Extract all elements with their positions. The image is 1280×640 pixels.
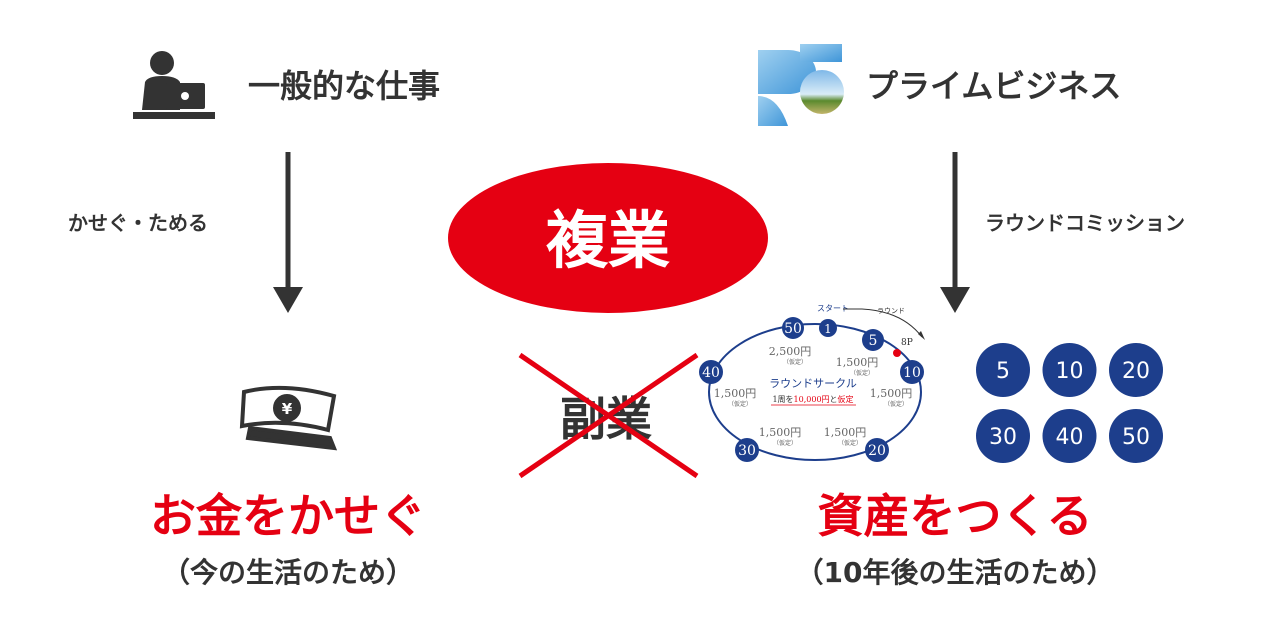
segment-amount: 1,500円（仮定） bbox=[836, 356, 879, 377]
svg-text:40: 40 bbox=[702, 365, 720, 381]
svg-text:10: 10 bbox=[903, 365, 921, 381]
svg-text:1,500円: 1,500円 bbox=[836, 356, 879, 369]
money-bills-icon: ¥ bbox=[239, 385, 338, 451]
svg-text:50: 50 bbox=[1122, 425, 1150, 450]
svg-text:1,500円: 1,500円 bbox=[714, 387, 757, 400]
left-title: 一般的な仕事 bbox=[248, 67, 440, 105]
level-badge: 10 bbox=[1042, 343, 1097, 397]
segment-amount: 1,500円（仮定） bbox=[759, 426, 802, 447]
segment-amount: 2,500円（仮定） bbox=[769, 345, 812, 366]
right-arrow-label: ラウンドコミッション bbox=[985, 211, 1185, 235]
svg-text:50: 50 bbox=[784, 321, 802, 337]
level-badge: 5 bbox=[976, 343, 1030, 397]
svg-text:（仮定）: （仮定） bbox=[728, 400, 752, 408]
svg-text:20: 20 bbox=[1122, 359, 1150, 384]
level-badge: 50 bbox=[1109, 409, 1163, 463]
svg-text:1,500円: 1,500円 bbox=[824, 426, 867, 439]
person-laptop-icon bbox=[133, 51, 215, 119]
segment-amount: 1,500円（仮定） bbox=[870, 387, 913, 408]
svg-text:10: 10 bbox=[1056, 359, 1084, 384]
level-badge: 40 bbox=[1042, 409, 1097, 463]
level-badge: 20 bbox=[1109, 343, 1163, 397]
left-result-sub: （今の生活のため） bbox=[162, 556, 414, 589]
svg-text:30: 30 bbox=[989, 425, 1017, 450]
round-label: ラウンド bbox=[877, 307, 905, 315]
round-node: 50 bbox=[782, 317, 804, 339]
svg-text:（仮定）: （仮定） bbox=[838, 439, 862, 447]
right-result: 資産をつくる bbox=[817, 489, 1092, 543]
start-label: スタート bbox=[817, 304, 849, 313]
svg-text:30: 30 bbox=[738, 443, 756, 459]
main-label: 複業 bbox=[546, 204, 670, 277]
left-arrow-label: かせぐ・ためる bbox=[68, 211, 208, 235]
right-arrow-icon bbox=[940, 152, 970, 313]
cross-mark-icon bbox=[518, 352, 699, 479]
svg-text:¥: ¥ bbox=[282, 400, 293, 418]
level-grid: 5 10 20 30 40 50 bbox=[976, 343, 1163, 463]
svg-text:（仮定）: （仮定） bbox=[884, 400, 908, 408]
level-badge: 30 bbox=[976, 409, 1030, 463]
round-node: 30 bbox=[735, 438, 759, 462]
round-node: 40 bbox=[699, 360, 723, 384]
round-node: 5 bbox=[862, 329, 884, 351]
left-result: お金をかせぐ bbox=[150, 489, 426, 543]
svg-text:2,500円: 2,500円 bbox=[769, 345, 812, 358]
round-node: 10 bbox=[900, 360, 924, 384]
svg-text:20: 20 bbox=[868, 443, 886, 459]
round-node: 20 bbox=[865, 438, 889, 462]
svg-text:（仮定）: （仮定） bbox=[783, 358, 807, 366]
svg-text:1,500円: 1,500円 bbox=[759, 426, 802, 439]
point-label: 8P bbox=[901, 338, 913, 348]
svg-text:5: 5 bbox=[996, 359, 1010, 384]
svg-text:（仮定）: （仮定） bbox=[850, 369, 874, 377]
segment-amount: 1,500円（仮定） bbox=[824, 426, 867, 447]
right-result-sub: （10年後の生活のため） bbox=[796, 556, 1115, 589]
segment-amount: 1,500円（仮定） bbox=[714, 387, 757, 408]
round-circle-diagram: スタート ラウンド 8P 50 1 5 10 20 30 40 ラウンドサークル 1周を10… bbox=[699, 304, 925, 462]
svg-text:1,500円: 1,500円 bbox=[870, 387, 913, 400]
svg-text:1: 1 bbox=[824, 322, 832, 336]
prime-business-logo bbox=[758, 44, 844, 126]
round-note: 1周を10,000円と仮定 bbox=[772, 394, 853, 404]
svg-text:5: 5 bbox=[869, 333, 878, 349]
svg-text:（仮定）: （仮定） bbox=[773, 439, 797, 447]
round-title: ラウンドサークル bbox=[769, 377, 857, 390]
round-node: 1 bbox=[819, 319, 837, 337]
fukugyo-ellipse bbox=[448, 163, 768, 313]
svg-text:40: 40 bbox=[1056, 425, 1084, 450]
right-title: プライムビジネス bbox=[866, 67, 1121, 105]
left-arrow-icon bbox=[273, 152, 303, 313]
